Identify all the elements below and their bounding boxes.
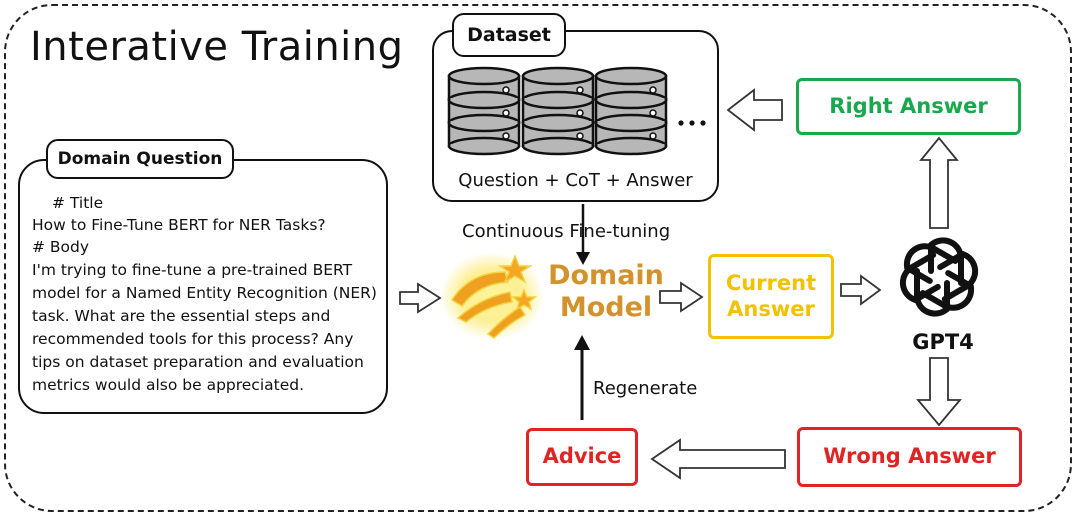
domain-model-label: Domain Model (536, 260, 676, 325)
down-arrow-icon (916, 357, 962, 427)
diagram-title: Interative Training (30, 24, 404, 70)
regenerate-label: Regenerate (593, 378, 698, 399)
left-arrow-icon (726, 88, 783, 132)
question-line: metrics would also be appreciated. (32, 376, 305, 394)
question-line: # Title (52, 194, 104, 212)
up-arrow-icon (919, 136, 959, 229)
openai-logo-icon (899, 237, 979, 317)
question-line: tips on dataset preparation and evaluati… (32, 353, 364, 371)
shooting-stars-icon (440, 252, 544, 340)
current-answer-line: Current (725, 271, 817, 296)
database-icon (523, 68, 593, 154)
gpt-label: GPT4 (912, 330, 974, 354)
domain-question-header: Domain Question (46, 139, 234, 179)
down-arrow-icon (576, 204, 590, 265)
current-answer-box: Current Answer (708, 254, 834, 339)
wrong-answer-box: Wrong Answer (797, 427, 1022, 487)
right-arrow-icon (659, 281, 704, 313)
domain-question-box: # Title How to Fine-Tune BERT for NER Ta… (18, 159, 388, 414)
outer-dashed-frame (4, 4, 1072, 512)
dataset-caption: Question + CoT + Answer (458, 170, 693, 191)
database-icon (449, 68, 519, 154)
domain-model-line: Domain (548, 260, 664, 291)
ellipsis-dots (678, 120, 706, 126)
right-arrow-icon (840, 274, 882, 306)
up-arrow-icon (574, 335, 590, 420)
domain-model-line: Model (559, 292, 653, 324)
question-line: How to Fine-Tune BERT for NER Tasks? (32, 216, 326, 234)
continuous-finetuning-label: Continuous Fine-tuning (462, 221, 671, 242)
question-line: recommended tools for this process? Any (32, 330, 354, 348)
question-line: model for a Named Entity Recognition (NE… (32, 284, 377, 302)
database-icon (596, 68, 666, 154)
current-answer-line: Answer (727, 296, 815, 321)
left-arrow-icon (650, 438, 786, 480)
dataset-box (432, 30, 719, 202)
question-line: I'm trying to fine-tune a pre-trained BE… (32, 261, 353, 279)
dataset-header: Dataset (452, 13, 566, 57)
question-line: # Body (32, 238, 90, 256)
advice-box: Advice (526, 428, 638, 486)
right-arrow-icon (399, 282, 442, 314)
right-answer-box: Right Answer (796, 78, 1021, 135)
question-line: task. What are the essential steps and (32, 307, 331, 325)
